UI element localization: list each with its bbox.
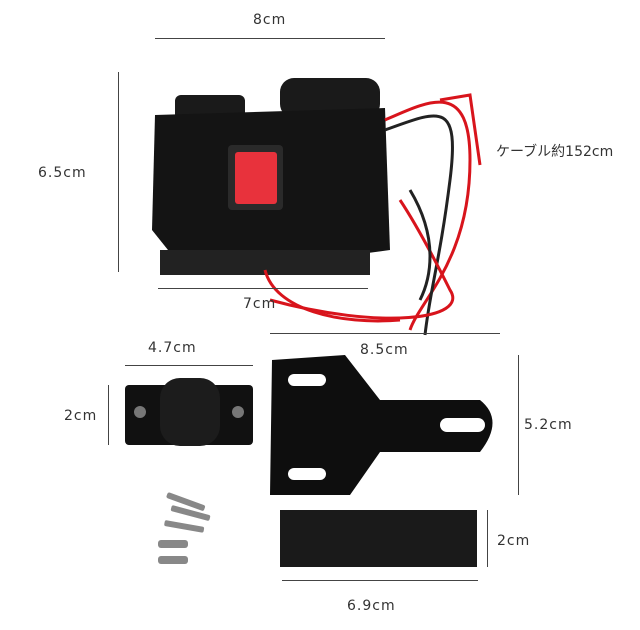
rubber-pad (280, 510, 477, 567)
dim-line-top-width (155, 38, 385, 39)
dim-line-bracket-height (518, 355, 519, 495)
label-pad-height: 2cm (497, 533, 531, 549)
label-clamp-height: 2cm (64, 408, 98, 424)
power-switch-icon (235, 152, 277, 204)
label-pad-width: 6.9cm (347, 598, 396, 614)
dim-line-clamp-height (108, 385, 109, 445)
label-clamp-width: 4.7cm (148, 340, 197, 356)
screws (158, 492, 211, 564)
dim-line-cable-span (270, 333, 500, 334)
label-top-width: 8cm (253, 12, 287, 28)
dim-line-clamp-width (125, 365, 253, 366)
label-cable-span: 8.5cm (360, 342, 409, 358)
dim-line-pad-height (487, 510, 488, 567)
charger-unit (152, 78, 390, 275)
bracket (270, 355, 493, 495)
dim-line-pad-width (282, 580, 478, 581)
clamp (125, 378, 253, 446)
dim-line-bottom-width (158, 288, 368, 289)
label-cable-length: ケーブル約152cm (496, 144, 614, 160)
label-bracket-height: 5.2cm (524, 417, 573, 433)
label-height: 6.5cm (38, 165, 87, 181)
label-bottom-width: 7cm (243, 296, 277, 312)
dim-line-height (118, 72, 119, 272)
cable (263, 93, 482, 336)
